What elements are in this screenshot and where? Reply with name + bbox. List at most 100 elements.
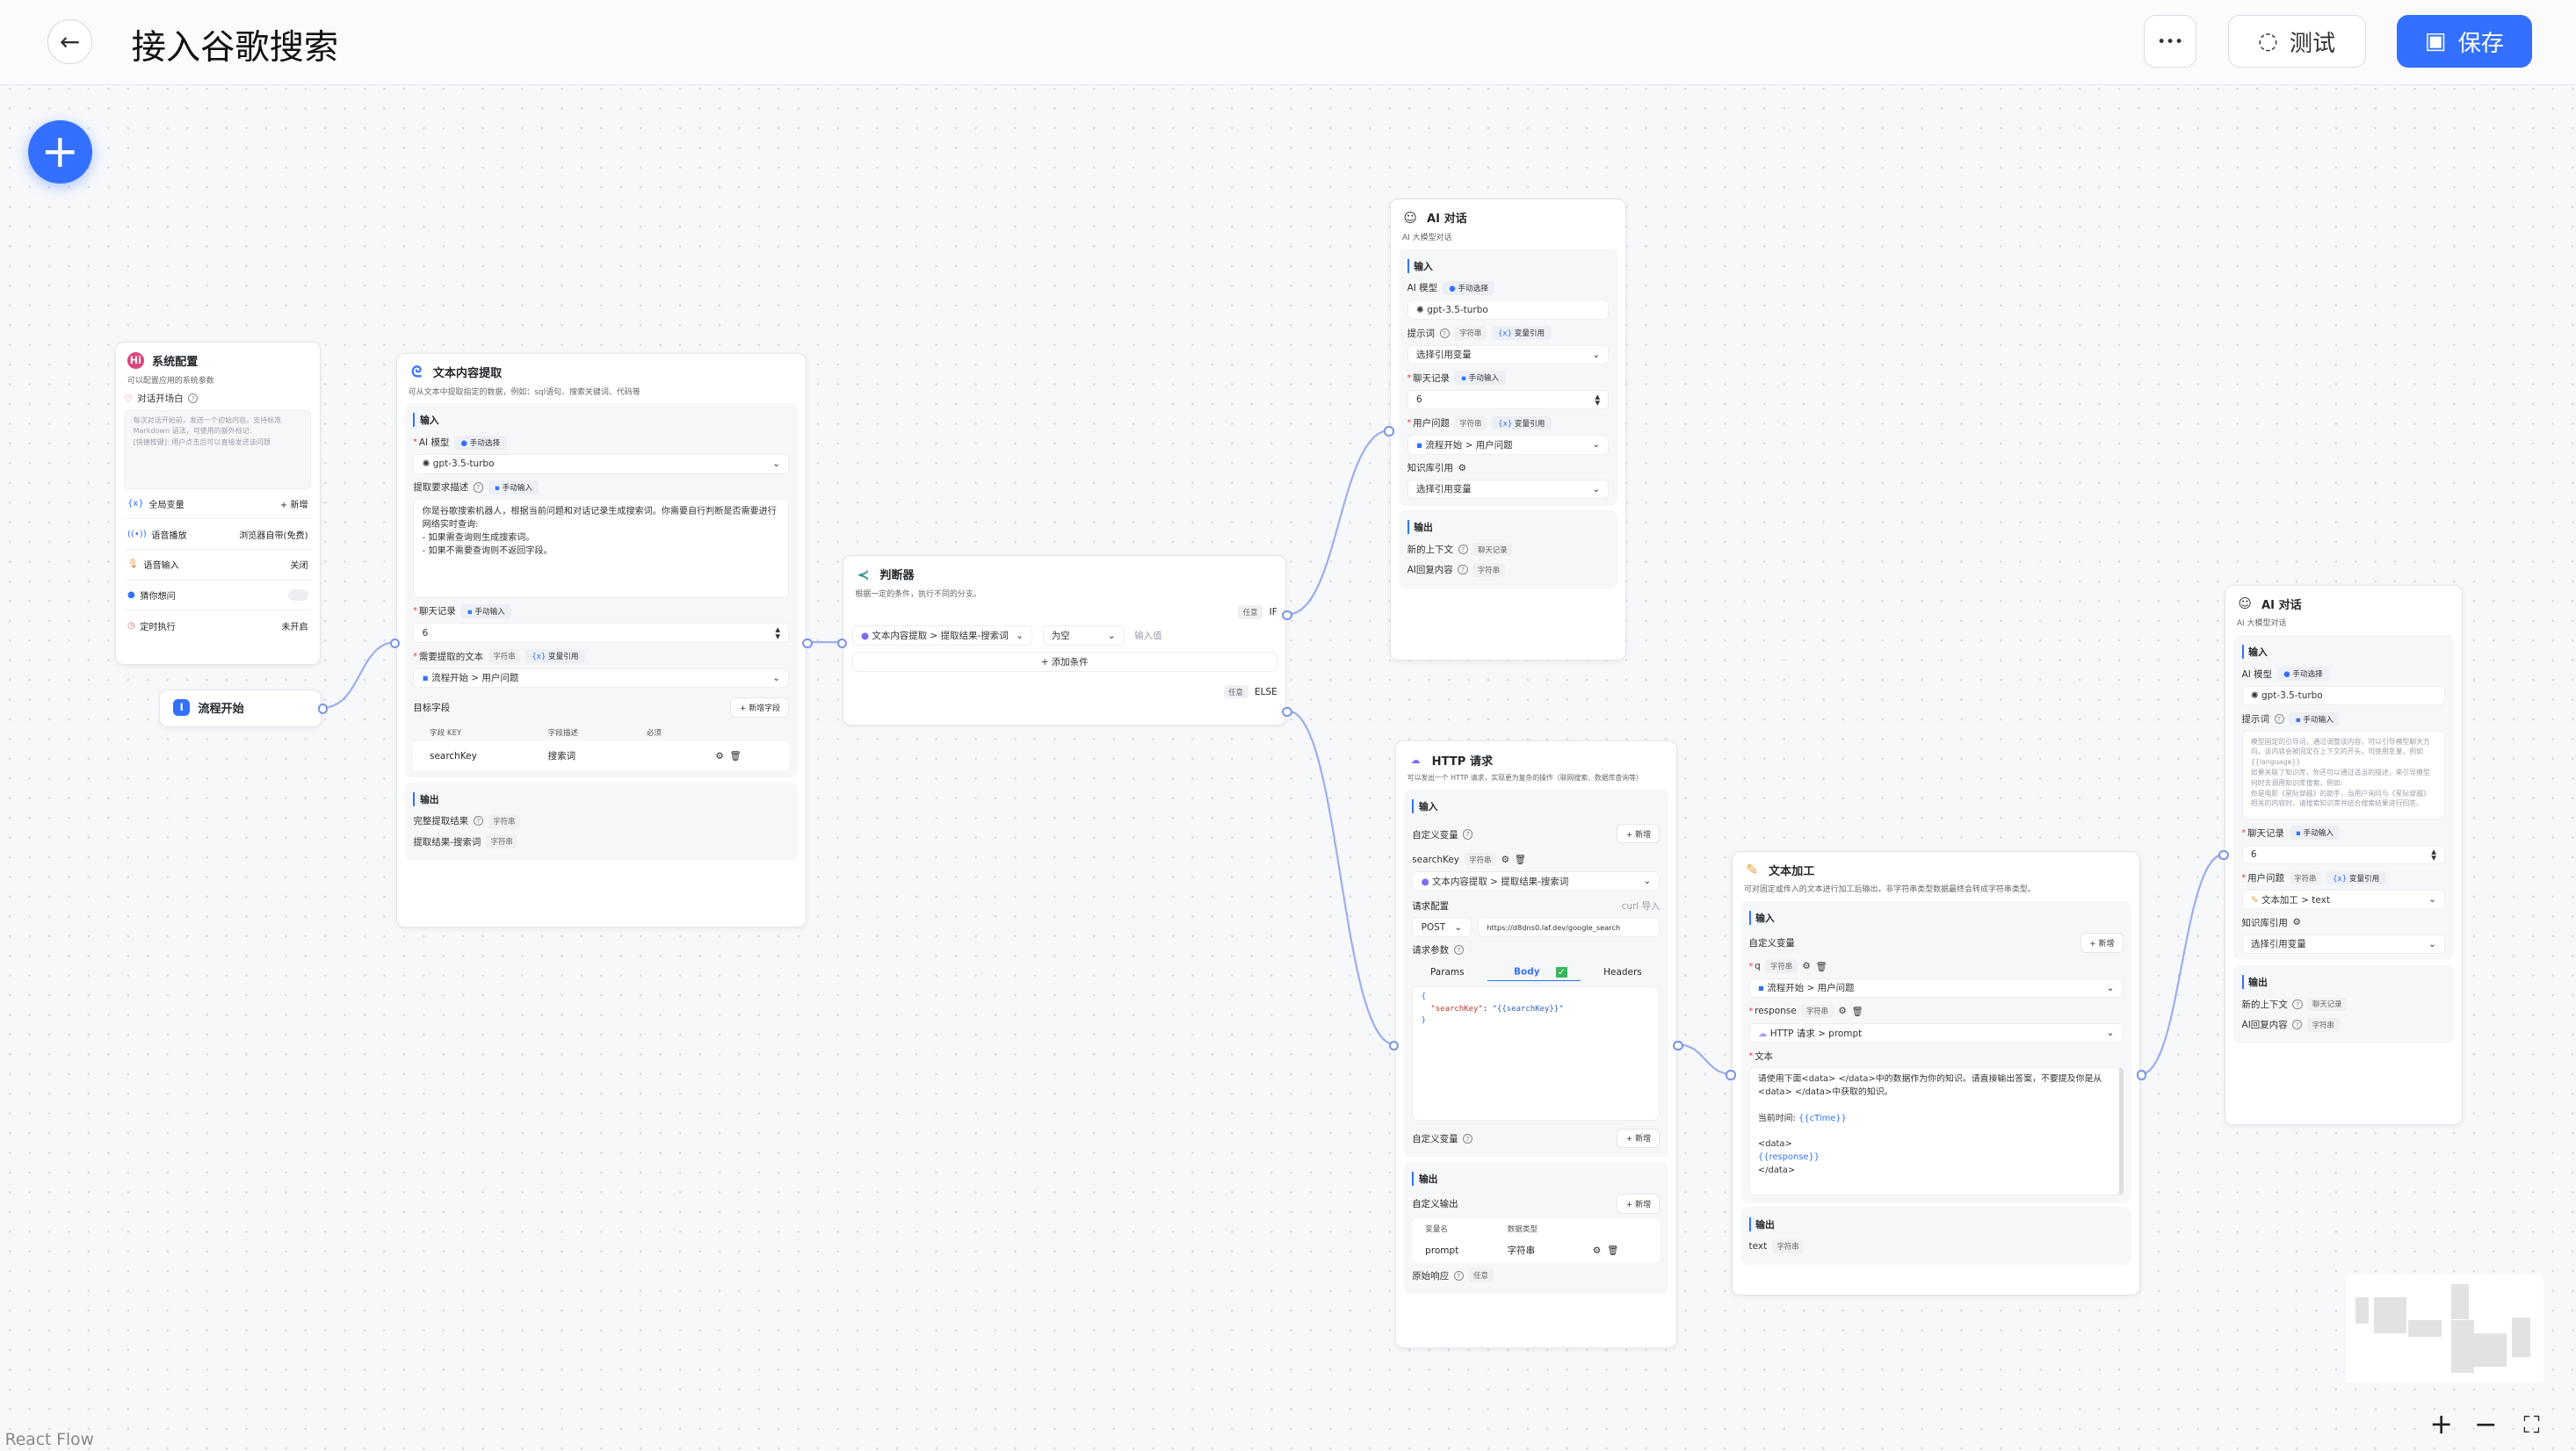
sys-row-tts[interactable]: ((•))语音播放浏览器自带(免费) [124, 519, 312, 550]
save-button[interactable]: ▣保存 [2397, 14, 2532, 68]
output-handle[interactable] [802, 638, 813, 648]
input-handle[interactable] [1384, 426, 1394, 437]
more-icon: ••• [2157, 32, 2184, 50]
model-select[interactable]: ✺ gpt-3.5-turbo [2241, 685, 2446, 706]
extract-prompt-textarea[interactable]: 你是谷歌搜索机器人，根据当前问题和对话记录生成搜索词。你需要自行判断是否需要进行… [413, 499, 790, 598]
input-handle[interactable] [390, 638, 401, 648]
variable-q-select[interactable]: ▪ 流程开始 > 用户问题⌄ [1748, 978, 2124, 999]
add-variable-button[interactable]: + 新增 [1617, 823, 1661, 844]
question-guide-toggle[interactable] [288, 588, 308, 601]
stepper-arrows-icon[interactable]: ▲▼ [775, 625, 781, 640]
model-select[interactable]: ✺ gpt-3.5-turbo⌄ [413, 454, 790, 474]
input-handle[interactable] [1389, 1040, 1400, 1050]
input-handle[interactable] [1726, 1070, 1736, 1080]
sys-row-schedule[interactable]: ◷定时执行未开启 [127, 620, 308, 632]
history-stepper[interactable]: 6▲▼ [2241, 844, 2446, 865]
minimap[interactable] [2346, 1274, 2543, 1383]
gear-icon[interactable]: ⚙ [1838, 1006, 1847, 1017]
help-icon: ? [2292, 999, 2303, 1010]
edge-textproc-ai2 [2140, 853, 2225, 1076]
question-select[interactable]: ▪ 流程开始 > 用户问题⌄ [1407, 435, 1610, 455]
sys-row-global-vars[interactable]: {x}全局变量+ 新增 [124, 489, 312, 520]
input-handle[interactable] [2218, 849, 2229, 860]
else-handle[interactable] [1282, 707, 1292, 718]
url-input[interactable]: https://d8dns0.laf.dev/google_search [1478, 917, 1661, 937]
stepper-arrows-icon[interactable]: ▲▼ [2431, 847, 2436, 863]
method-select[interactable]: POST⌄ [1412, 917, 1472, 937]
trash-icon[interactable]: 🗑 [1514, 855, 1526, 866]
text-ref-select[interactable]: ▪ 流程开始 > 用户问题⌄ [413, 668, 790, 689]
text-template-textarea[interactable]: 请使用下面<data> </data>中的数据作为你的知识。请直接输出答案，不要… [1748, 1067, 2124, 1196]
more-button[interactable]: ••• [2144, 14, 2197, 68]
model-select[interactable]: ✺ gpt-3.5-turbo [1407, 300, 1610, 320]
curl-import-link[interactable]: curl 导入 [1621, 900, 1661, 912]
tab-headers[interactable]: Headers [1603, 966, 1642, 978]
condition-operator-select[interactable]: 为空⌄ [1042, 625, 1125, 646]
hi-icon: Hi [127, 352, 144, 369]
robot-icon: ☺ [1403, 209, 1418, 226]
kb-select[interactable]: 选择引用变量⌄ [1407, 479, 1610, 500]
node-text-processing[interactable]: ✎文本加工 可对固定或传入的文本进行加工后输出，非字符串类型数据最终会转成字符串… [1726, 850, 2146, 1296]
gear-icon[interactable]: ⚙ [2292, 917, 2301, 928]
add-variable-button[interactable]: + 新增 [1617, 1128, 1661, 1149]
node-ai-chat-1[interactable]: ☺AI 对话 AI 大模型对话 输入 AI 模型● 手动选择 ✺ gpt-3.5… [1384, 199, 1627, 661]
add-variable-button[interactable]: + 新增 [2080, 933, 2124, 953]
add-output-button[interactable]: + 新增 [1617, 1194, 1661, 1214]
input-handle[interactable] [836, 638, 847, 648]
zoom-in-button[interactable]: + [2429, 1409, 2453, 1441]
trash-icon[interactable]: 🗑 [1851, 1006, 1863, 1017]
fit-view-button[interactable]: ⛶ [2523, 1412, 2540, 1440]
history-stepper[interactable]: 6▲▼ [1407, 389, 1610, 410]
extract-icon: ● [860, 631, 870, 642]
help-icon: ? [473, 482, 483, 493]
tab-params[interactable]: Params [1429, 966, 1465, 978]
gear-icon[interactable]: ⚙ [1802, 961, 1811, 972]
output-handle[interactable] [1673, 1040, 1683, 1050]
node-http-request[interactable]: ☁HTTP 请求 可以发出一个 HTTP 请求，实现更为复杂的操作（联网搜索、数… [1389, 740, 1683, 1349]
trash-icon[interactable]: 🗑 [1606, 1245, 1619, 1257]
timer-icon: ◷ [127, 620, 135, 631]
gear-icon[interactable]: ⚙ [1592, 1245, 1602, 1256]
body-editor[interactable]: { "searchKey": "{{searchKey}}" } [1412, 985, 1661, 1122]
variable-response-select[interactable]: ☁ HTTP 请求 > prompt⌄ [1748, 1022, 2124, 1043]
output-handle[interactable] [2136, 1070, 2146, 1080]
question-select[interactable]: ✎ 文本加工 > text⌄ [2241, 890, 2446, 910]
node-ai-chat-2[interactable]: ☺AI 对话 AI 大模型对话 输入 AI 模型● 手动选择 ✺ gpt-3.5… [2218, 584, 2463, 1125]
sys-row-voice-input[interactable]: 🎙语音输入关闭 [124, 550, 312, 581]
gear-icon[interactable]: ⚙ [1501, 854, 1510, 865]
gear-icon[interactable]: ⚙ [1458, 462, 1466, 473]
input-icon: ▪ [495, 483, 500, 493]
stepper-arrows-icon[interactable]: ▲▼ [1595, 392, 1601, 408]
kb-select[interactable]: 选择引用变量⌄ [2241, 934, 2446, 954]
model-mode-tag[interactable]: ● 手动选择 [454, 435, 507, 450]
variable-ref-select[interactable]: ● 文本内容提取 > 提取结果-搜索词⌄ [1412, 871, 1661, 892]
chevron-down-icon: ⌄ [1107, 630, 1116, 641]
input-icon: ▪ [2296, 829, 2301, 839]
if-handle[interactable] [1282, 610, 1292, 620]
welcome-icon: ♡ [124, 393, 133, 404]
zoom-out-button[interactable]: − [2473, 1409, 2498, 1441]
prompt-select[interactable]: 选择引用变量⌄ [1407, 344, 1610, 365]
history-stepper[interactable]: 6▲▼ [413, 623, 790, 643]
condition-value-input[interactable]: 输入值 [1134, 631, 1162, 642]
input-icon: ▪ [467, 607, 473, 617]
condition-variable-select[interactable]: ● 文本内容提取 > 提取结果-搜索词⌄ [851, 625, 1033, 646]
gear-icon[interactable]: ⚙ [715, 750, 724, 762]
trash-icon[interactable]: 🗑 [729, 751, 742, 762]
add-condition-button[interactable]: + 添加条件 [851, 652, 1277, 672]
add-field-button[interactable]: + 新增字段 [730, 697, 790, 718]
trash-icon[interactable]: 🗑 [1815, 961, 1827, 972]
add-node-button[interactable]: + [27, 119, 92, 184]
react-flow-attribution[interactable]: React Flow [4, 1430, 94, 1449]
output-handle[interactable] [317, 704, 328, 714]
prompt-textarea[interactable]: 模型固定的引导词，通过调整该内容，可以引导模型聊天方向。该内容会被固定在上下文的… [2241, 731, 2446, 820]
back-button[interactable]: ← [47, 19, 92, 64]
test-button[interactable]: ◌测试 [2227, 14, 2366, 68]
tab-body[interactable]: Body ✓ [1487, 964, 1581, 982]
welcome-textarea[interactable]: 每次对话开始前，发送一个初始内容。支持标准 Markdown 语法，可使用的额外… [124, 409, 312, 489]
